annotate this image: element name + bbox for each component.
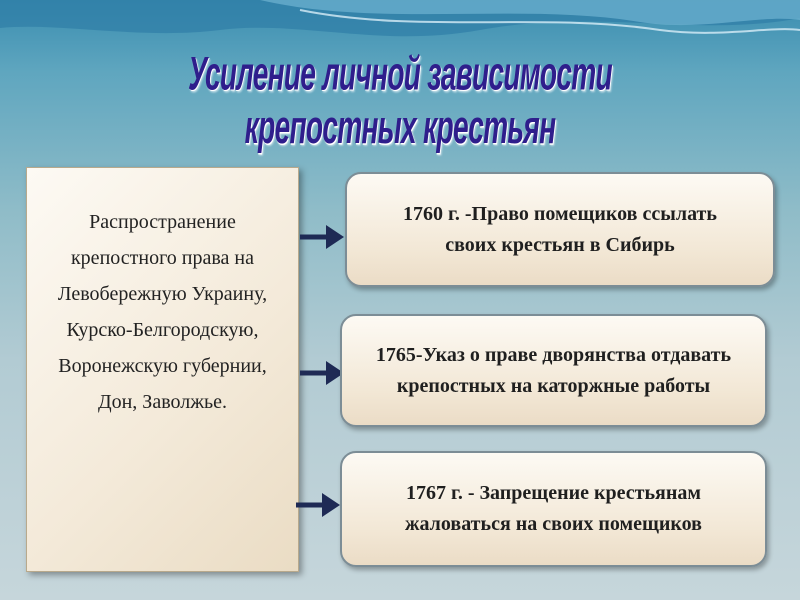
arrow-right-icon (300, 361, 344, 385)
event-box-1760: 1760 г. -Право помещиков ссылать своих к… (345, 172, 775, 287)
decorative-waves (0, 0, 800, 37)
arrow-right-icon (300, 225, 344, 249)
arrow-right-icon (296, 493, 340, 517)
event-box-1765: 1765-Указ о праве дворянства отдавать кр… (340, 314, 767, 427)
event-text: 1765-Указ о праве дворянства отдавать кр… (375, 343, 732, 397)
event-box-1767: 1767 г. - Запрещение крестьянам жаловать… (340, 451, 767, 567)
event-text: 1767 г. - Запрещение крестьянам жаловать… (405, 482, 702, 535)
event-text: 1760 г. -Право помещиков ссылать своих к… (403, 202, 717, 256)
left-info-box: Распространение крепостного права на Лев… (26, 167, 299, 572)
left-info-text: Распространение крепостного права на Лев… (57, 211, 268, 413)
page-title: Усиление личной зависимости крепостных к… (188, 48, 613, 155)
